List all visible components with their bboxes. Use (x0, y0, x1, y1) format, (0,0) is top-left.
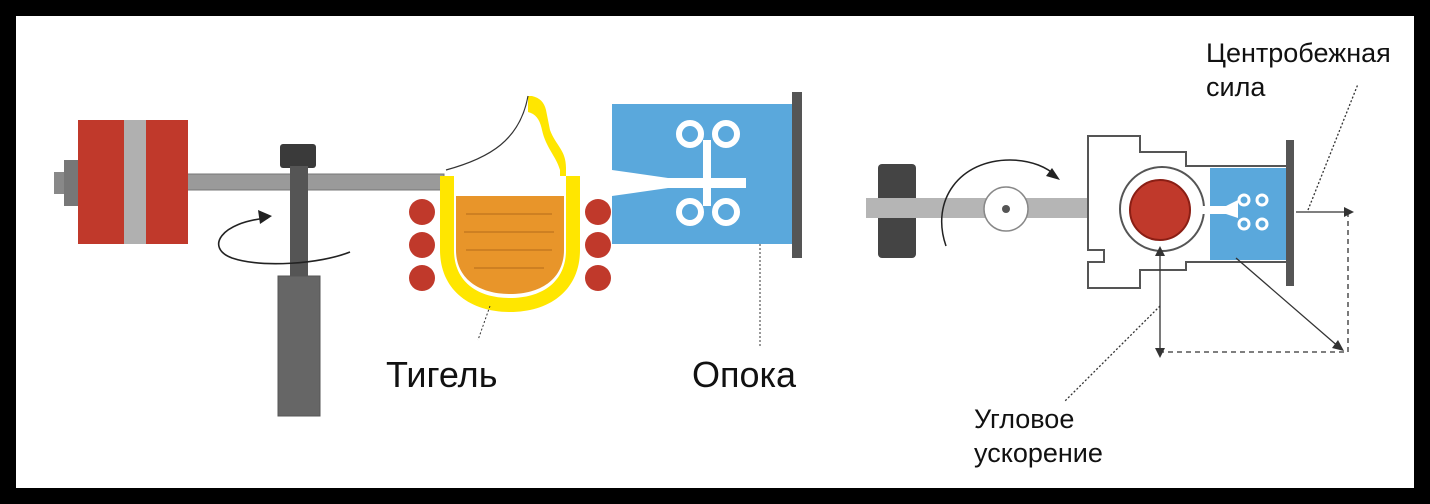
main-shaft (185, 173, 445, 191)
crucible-label: Тигель (386, 354, 498, 395)
force-vectors (1063, 83, 1359, 403)
crucible-melt (1129, 179, 1191, 241)
rotating-arm (866, 198, 1090, 218)
force-arrowheads (1155, 207, 1354, 358)
rotation-arc-head (1046, 168, 1060, 180)
rotation-arrow-head (258, 210, 272, 224)
left-machine (54, 92, 802, 417)
pivot-base (277, 275, 321, 417)
flask-label: Опока (692, 354, 797, 395)
angular-acceleration-label-line2: ускорение (974, 438, 1103, 468)
flask-right-sprue (1202, 200, 1238, 218)
flask-right-plate (1286, 140, 1294, 286)
induction-coil (409, 199, 611, 291)
shaft-end-stub (64, 160, 78, 206)
flask (612, 92, 802, 258)
flask-right-patterns (1237, 193, 1269, 231)
centrifugal-force-label-line2: сила (1206, 72, 1266, 102)
crucible (440, 95, 580, 312)
counterweight (78, 120, 188, 244)
right-machine (866, 83, 1359, 403)
centrifugal-force-label-line1: Центробежная (1206, 38, 1391, 68)
rotation-arc-right (941, 159, 1057, 247)
hub-center (1002, 205, 1010, 213)
crucible-leader (477, 305, 491, 341)
pivot-knob (280, 144, 316, 168)
centrifugal-force-label: Центробежная сила (1206, 36, 1391, 104)
rotation-arrow (217, 217, 351, 265)
pivot-post (290, 166, 308, 276)
angular-acceleration-label: Угловое ускорение (974, 402, 1103, 470)
angular-acceleration-label-line1: Угловое (974, 404, 1075, 434)
